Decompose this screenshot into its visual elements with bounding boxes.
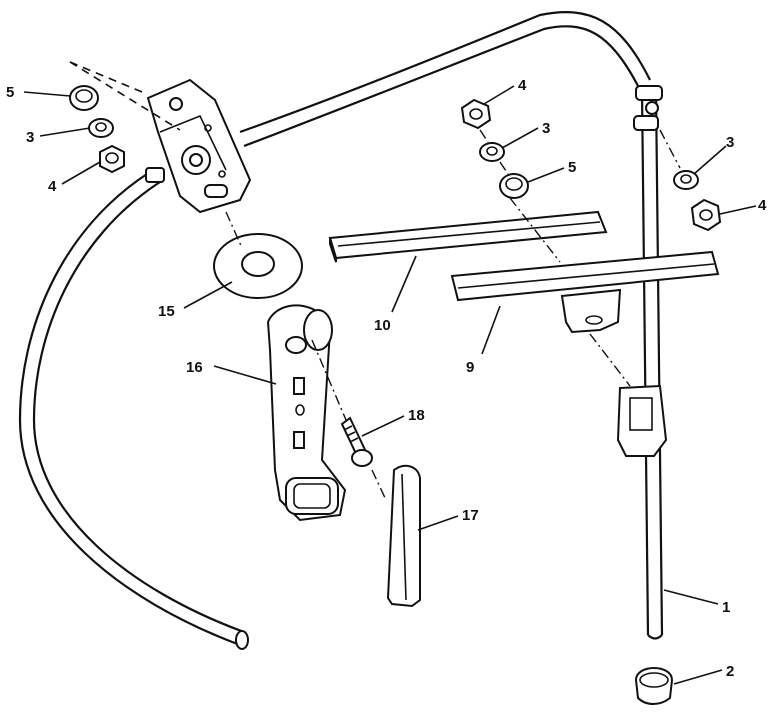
label-2: 2 xyxy=(726,663,734,680)
end-cap-part-2 xyxy=(634,667,674,705)
label-15: 15 xyxy=(158,303,175,320)
label-3-center: 3 xyxy=(542,120,550,137)
seal-strip-part-17 xyxy=(386,464,421,608)
regulator-mechanism xyxy=(145,78,252,214)
label-10: 10 xyxy=(374,317,391,334)
hex-nut-part-4-right xyxy=(690,198,722,232)
label-16: 16 xyxy=(186,359,203,376)
lower-channel-part-9 xyxy=(450,250,720,334)
label-17: 17 xyxy=(462,507,479,524)
lock-washer-part-3-right xyxy=(673,170,699,190)
cable-conduit xyxy=(18,11,651,650)
label-5-left: 5 xyxy=(6,84,14,101)
crank-handle-part-16 xyxy=(266,304,347,522)
lock-washer-part-3-left xyxy=(88,118,114,138)
label-3-right: 3 xyxy=(726,134,734,151)
label-4-center: 4 xyxy=(518,77,527,94)
label-4-right: 4 xyxy=(758,197,767,214)
label-18: 18 xyxy=(408,407,425,424)
cable-rail-part-1 xyxy=(633,85,664,640)
label-1: 1 xyxy=(722,599,730,616)
label-9: 9 xyxy=(466,359,474,376)
spacer-part-5-center xyxy=(499,173,529,199)
slider-block xyxy=(616,384,668,457)
spacer-part-5-left xyxy=(69,85,99,111)
label-5-center: 5 xyxy=(568,159,576,176)
screw-part-18 xyxy=(340,416,373,467)
leader-lines xyxy=(23,85,757,685)
upper-channel-part-10 xyxy=(328,210,608,263)
lock-washer-part-3-center xyxy=(479,142,505,162)
grommet-part-15 xyxy=(213,233,303,299)
label-3-left: 3 xyxy=(26,129,34,146)
label-4-left: 4 xyxy=(48,178,57,195)
hex-nut-part-4-left xyxy=(99,144,125,174)
hex-nut-part-4-center xyxy=(460,98,492,130)
